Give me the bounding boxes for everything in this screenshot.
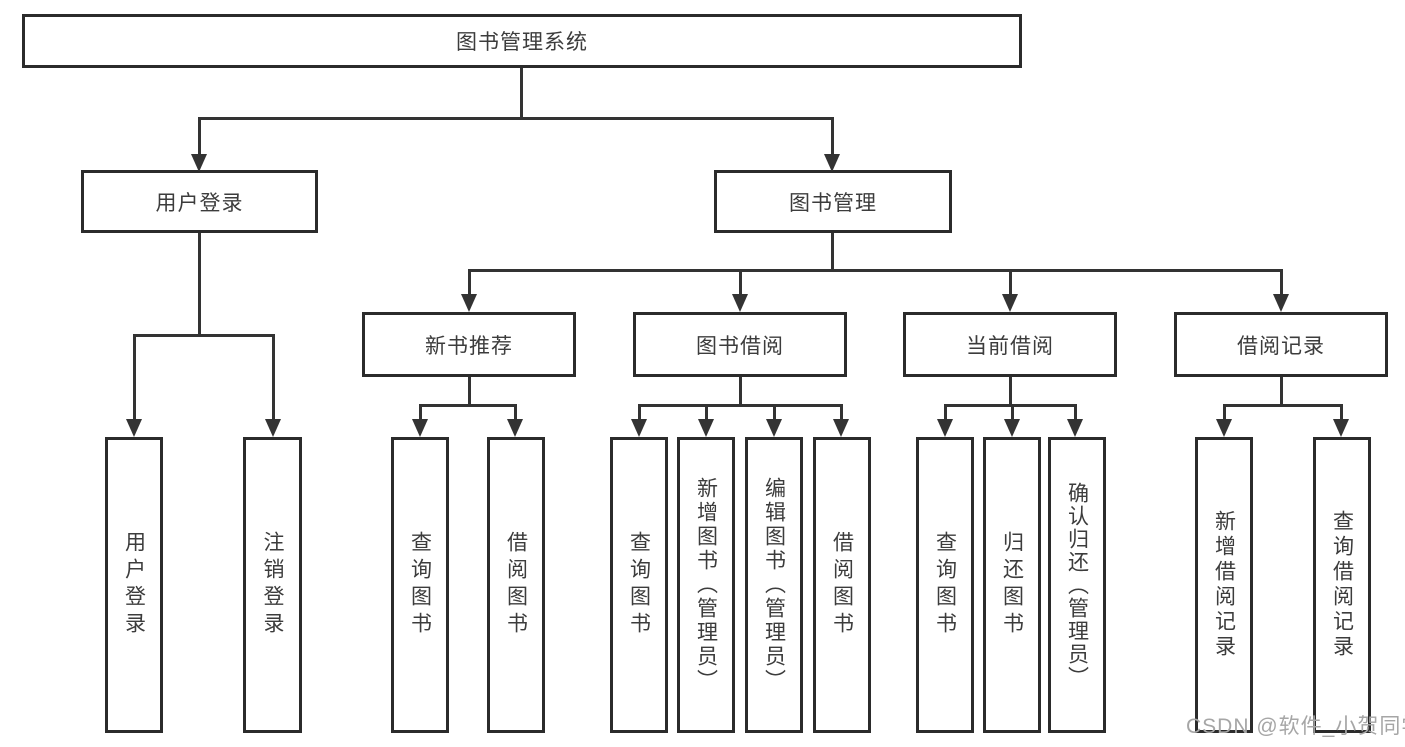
connector-bb-bus (638, 404, 843, 407)
node-root-label: 图书管理系统 (456, 31, 588, 54)
leaf-cb-query-book-label: 查询图书 (933, 531, 957, 639)
node-current-borrow: 当前借阅 (903, 312, 1117, 377)
node-current-borrow-label: 当前借阅 (966, 334, 1054, 358)
node-new-book-recommend-label: 新书推荐 (425, 334, 513, 358)
node-user-login: 用户登录 (81, 170, 318, 233)
arrowhead-cb-query (937, 419, 953, 437)
leaf-bb-edit-book: 编辑图书（管理员） (745, 437, 803, 733)
arrowhead-book-borrow (732, 294, 748, 312)
connector-drop-book-mgmt (831, 117, 834, 156)
leaf-logout: 注销登录 (243, 437, 302, 733)
connector-drop-rec-borrow (514, 404, 517, 421)
arrowhead-user-login (191, 154, 207, 172)
arrowhead-current-borrow (1002, 294, 1018, 312)
connector-drop-bb-add (705, 404, 708, 421)
connector-br-stem (1280, 377, 1283, 407)
arrowhead-rec-borrow (507, 419, 523, 437)
connector-level2-bus (468, 269, 1282, 272)
leaf-bb-borrow-book: 借阅图书 (813, 437, 871, 733)
connector-drop-user-login (198, 117, 201, 156)
leaf-user-login-label: 用户登录 (122, 531, 146, 639)
connector-user-login-bus (133, 334, 275, 337)
leaf-rec-query-book: 查询图书 (391, 437, 449, 733)
leaf-bb-borrow-book-label: 借阅图书 (830, 531, 854, 639)
leaf-cb-return-book-label: 归还图书 (1000, 531, 1024, 639)
leaf-bb-edit-book-label: 编辑图书（管理员） (762, 477, 786, 693)
connector-drop-borrow-records (1280, 269, 1283, 296)
arrowhead-cb-return (1004, 419, 1020, 437)
connector-drop-logout-leaf (272, 334, 275, 421)
leaf-cb-confirm-return: 确认归还（管理员） (1048, 437, 1106, 733)
leaf-rec-borrow-book: 借阅图书 (487, 437, 545, 733)
connector-book-mgmt-stem (831, 233, 834, 272)
connector-bb-stem (739, 377, 742, 407)
connector-level1-bus (198, 117, 834, 120)
node-root-system: 图书管理系统 (22, 14, 1022, 68)
arrowhead-new-book-rec (461, 294, 477, 312)
leaf-bb-add-book: 新增图书（管理员） (677, 437, 735, 733)
node-user-login-label: 用户登录 (155, 191, 244, 215)
node-book-borrow-label: 图书借阅 (696, 334, 784, 358)
arrowhead-br-add (1216, 419, 1232, 437)
leaf-br-add-record-label: 新增借阅记录 (1212, 510, 1236, 660)
leaf-br-add-record: 新增借阅记录 (1195, 437, 1253, 733)
connector-drop-rec-query (419, 404, 422, 421)
connector-br-bus (1223, 404, 1343, 407)
arrowhead-br-query (1333, 419, 1349, 437)
connector-user-login-stem (198, 233, 201, 337)
connector-rec-stem (468, 377, 471, 407)
connector-drop-cb-confirm (1074, 404, 1077, 421)
leaf-logout-label: 注销登录 (261, 531, 284, 639)
arrowhead-book-mgmt (824, 154, 840, 172)
connector-drop-bb-edit (773, 404, 776, 421)
leaf-br-query-record: 查询借阅记录 (1313, 437, 1371, 733)
connector-drop-current-borrow (1009, 269, 1012, 296)
connector-root-stem (520, 68, 523, 119)
arrowhead-rec-query (412, 419, 428, 437)
connector-drop-br-add (1223, 404, 1226, 421)
arrowhead-cb-confirm (1067, 419, 1083, 437)
connector-rec-bus (419, 404, 517, 407)
arrowhead-bb-borrow (833, 419, 849, 437)
leaf-rec-borrow-book-label: 借阅图书 (504, 531, 528, 639)
leaf-bb-query-book-label: 查询图书 (627, 531, 651, 639)
leaf-cb-confirm-return-label: 确认归还（管理员） (1065, 481, 1089, 689)
connector-drop-bb-borrow (840, 404, 843, 421)
node-book-borrow: 图书借阅 (633, 312, 847, 377)
leaf-rec-query-book-label: 查询图书 (408, 531, 432, 639)
leaf-br-query-record-label: 查询借阅记录 (1330, 510, 1354, 660)
connector-drop-login-leaf (133, 334, 136, 421)
arrowhead-bb-query (631, 419, 647, 437)
arrowhead-borrow-records (1273, 294, 1289, 312)
arrowhead-bb-edit (766, 419, 782, 437)
node-book-management: 图书管理 (714, 170, 952, 233)
connector-drop-br-query (1340, 404, 1343, 421)
leaf-cb-query-book: 查询图书 (916, 437, 974, 733)
connector-drop-cb-query (944, 404, 947, 421)
leaf-bb-query-book: 查询图书 (610, 437, 668, 733)
arrowhead-login-leaf (126, 419, 142, 437)
connector-drop-new-book-rec (468, 269, 471, 296)
node-borrow-records: 借阅记录 (1174, 312, 1388, 377)
arrowhead-logout-leaf (265, 419, 281, 437)
leaf-user-login: 用户登录 (105, 437, 163, 733)
csdn-watermark: CSDN @软件_小贺同学 (1186, 715, 1405, 738)
connector-drop-book-borrow (739, 269, 742, 296)
node-book-management-label: 图书管理 (789, 191, 877, 215)
connector-drop-cb-return (1011, 404, 1014, 421)
connector-cb-stem (1009, 377, 1012, 407)
connector-drop-bb-query (638, 404, 641, 421)
connector-cb-bus (944, 404, 1077, 407)
leaf-cb-return-book: 归还图书 (983, 437, 1041, 733)
node-borrow-records-label: 借阅记录 (1237, 334, 1325, 358)
leaf-bb-add-book-label: 新增图书（管理员） (694, 477, 718, 693)
arrowhead-bb-add (698, 419, 714, 437)
node-new-book-recommend: 新书推荐 (362, 312, 576, 377)
